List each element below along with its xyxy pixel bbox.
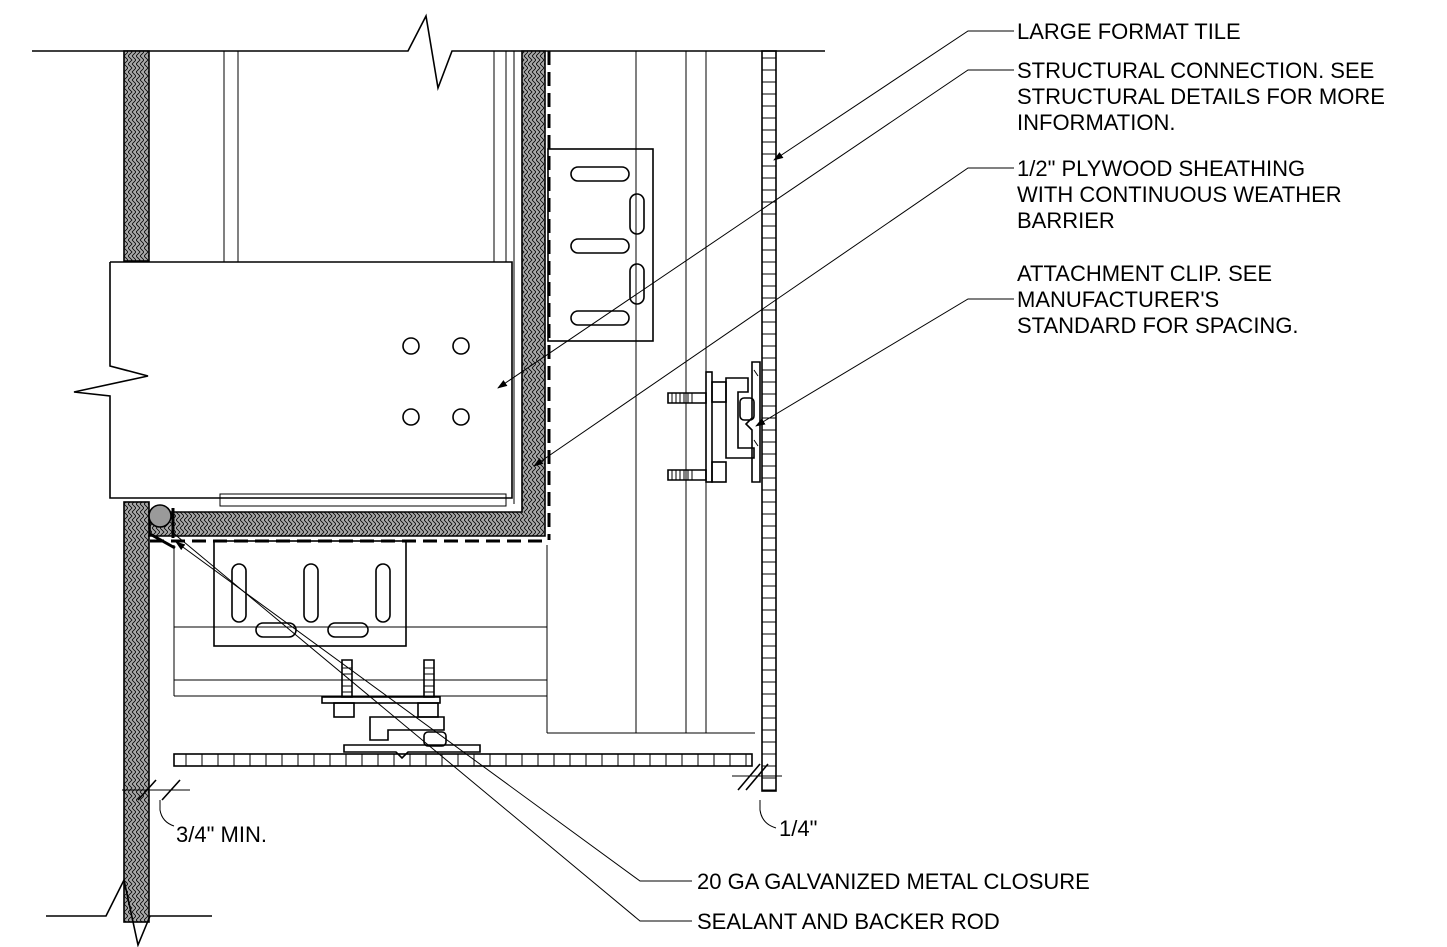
- bottom-framing: [173, 545, 547, 697]
- leader-lines: [171, 30, 1014, 922]
- callout-line: STANDARD FOR SPACING.: [1017, 313, 1299, 338]
- upper-slotted-plate: [547, 148, 654, 342]
- callout-structural-connection: STRUCTURAL CONNECTION. SEE STRUCTURAL DE…: [1017, 58, 1391, 135]
- callout-line: 20 GA GALVANIZED METAL CLOSURE: [697, 869, 1090, 894]
- svg-text:LARGE FORMAT TILE: LARGE FORMAT TILE: [1017, 19, 1241, 44]
- callout-plywood-sheathing: 1/2" PLYWOOD SHEATHING WITH CONTINUOUS W…: [1017, 156, 1348, 233]
- callout-line: SEALANT AND BACKER ROD: [697, 909, 1000, 934]
- dimension-marks: [122, 763, 782, 829]
- bottom-break-line: [46, 877, 212, 947]
- structural-beam: [73, 261, 513, 507]
- svg-text:ATTACHMENT CLIP. SEE MAN: ATTACHMENT CLIP. SEE MANUFACTURER'S STAN…: [1017, 261, 1299, 338]
- callout-line: MANUFACTURER'S: [1017, 287, 1219, 312]
- svg-text:1/4": 1/4": [779, 816, 817, 841]
- callout-line: ATTACHMENT CLIP. SEE: [1017, 261, 1272, 286]
- interior-studs: [223, 51, 507, 262]
- callout-attachment-clip: ATTACHMENT CLIP. SEE MANUFACTURER'S STAN…: [1017, 261, 1299, 338]
- callout-line: INFORMATION.: [1017, 110, 1175, 135]
- lower-slotted-plate: [213, 540, 407, 647]
- vertical-attachment-clip: [667, 361, 761, 483]
- right-framing: [546, 51, 755, 734]
- callout-line: LARGE FORMAT TILE: [1017, 19, 1241, 44]
- callout-line: 1/2" PLYWOOD SHEATHING: [1017, 156, 1305, 181]
- svg-text:1/2" PLYWOOD SHEATHING W: 1/2" PLYWOOD SHEATHING WITH CONTINUOUS W…: [1017, 156, 1348, 233]
- dimension-tile-gap: 1/4": [779, 816, 817, 841]
- callout-line: STRUCTURAL CONNECTION. SEE: [1017, 58, 1374, 83]
- callout-line: STRUCTURAL DETAILS FOR MORE: [1017, 84, 1385, 109]
- left-wall-insulation: [123, 50, 150, 923]
- dimension-label: 1/4": [779, 816, 817, 841]
- svg-text:20 GA GALVANIZED METAL CLOSURE: 20 GA GALVANIZED METAL CLOSURE: [697, 869, 1090, 894]
- dimension-joint-min: 3/4" MIN.: [176, 822, 267, 847]
- callout-metal-closure: 20 GA GALVANIZED METAL CLOSURE: [697, 869, 1090, 894]
- dimension-label: 3/4" MIN.: [176, 822, 267, 847]
- corner-sheathing-insulation: [149, 50, 551, 543]
- callout-sealant-backer-rod: SEALANT AND BACKER ROD: [697, 909, 1000, 934]
- svg-text:SEALANT AND BACKER ROD: SEALANT AND BACKER ROD: [697, 909, 1000, 934]
- callout-line: BARRIER: [1017, 208, 1115, 233]
- svg-text:3/4" MIN.: 3/4" MIN.: [176, 822, 267, 847]
- callout-line: WITH CONTINUOUS WEATHER: [1017, 182, 1342, 207]
- svg-text:STRUCTURAL CONNECTION. SEE: STRUCTURAL CONNECTION. SEE STRUCTURAL DE…: [1017, 58, 1391, 135]
- backer-rod: [148, 504, 176, 550]
- horizontal-tile-panel: [173, 753, 753, 767]
- horizontal-attachment-clip: [321, 659, 481, 760]
- callout-large-format-tile: LARGE FORMAT TILE: [1017, 19, 1241, 44]
